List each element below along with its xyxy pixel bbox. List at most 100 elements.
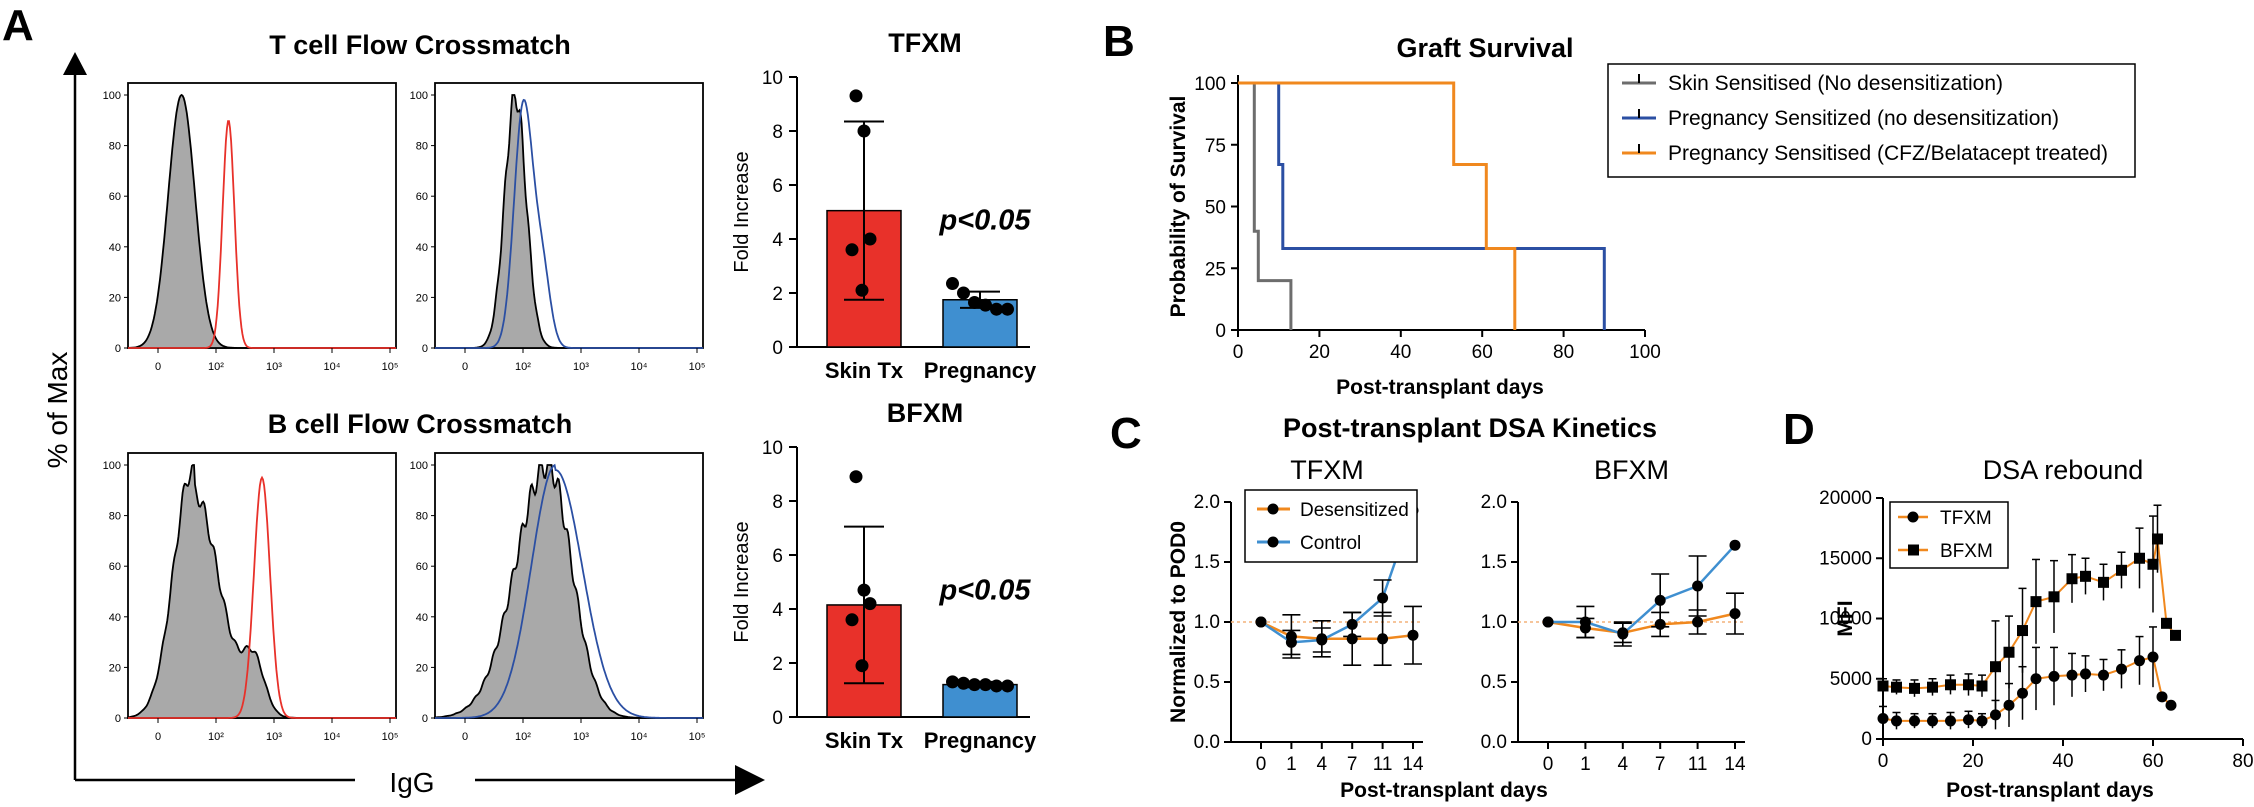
bar-point — [979, 298, 992, 312]
rebound-point — [1891, 715, 1902, 727]
big-y-arrow — [63, 52, 87, 75]
bar-ytick-label: 0 — [772, 708, 783, 729]
hist-ytick-label: 0 — [115, 343, 121, 355]
hist-ytick-label: 100 — [103, 460, 121, 472]
bar-ylabel: Fold Increase — [731, 521, 753, 642]
histogram-curve — [435, 94, 703, 349]
bar-ytick-label: 4 — [772, 230, 783, 251]
bar-point — [957, 286, 970, 300]
legend-label: TFXM — [1940, 508, 1992, 529]
kinetics-xtick-label: 0 — [1256, 754, 1267, 775]
rebound-point — [2134, 552, 2145, 564]
legend-label: Desensitized — [1300, 500, 1409, 521]
survival-ytick-label: 50 — [1205, 198, 1226, 219]
hist-xtick-label: 10⁵ — [382, 731, 399, 743]
dsa-kinetics-xlabel: Post-transplant days — [1340, 779, 1548, 802]
rebound-point — [1909, 715, 1920, 727]
bar-point — [845, 613, 859, 627]
histogram-curve — [128, 120, 396, 349]
hist-xtick-label: 10⁵ — [689, 361, 706, 373]
rebound-point — [1945, 715, 1956, 727]
hist-ytick-label: 80 — [416, 141, 428, 153]
kinetics-point — [1407, 629, 1419, 641]
bar-point — [946, 277, 959, 291]
kinetics-ytick-label: 1.5 — [1481, 552, 1507, 573]
rebound-series-line — [1882, 655, 2172, 722]
survival-legend — [1607, 63, 2136, 178]
rebound-point — [2048, 591, 2060, 603]
bar-ytick-label: 8 — [772, 492, 783, 513]
hist-ytick-label: 100 — [410, 460, 428, 472]
hist-ytick-label: 60 — [416, 191, 428, 203]
bar-category-label: Pregnancy — [924, 728, 1037, 753]
legend-marker — [1267, 503, 1279, 515]
bar-point — [863, 232, 877, 246]
survival-xtick-label: 40 — [1390, 342, 1411, 363]
rebound-point — [2003, 699, 2015, 711]
rebound-point — [2147, 558, 2159, 570]
rebound-point — [1877, 713, 1889, 725]
rebound-ytick-label: 20000 — [1819, 488, 1872, 509]
rebound-point — [2017, 625, 2028, 637]
bcell-title: B cell Flow Crossmatch — [268, 409, 573, 439]
legend-label: BFXM — [1940, 541, 1993, 562]
bar-category-label: Skin Tx — [825, 358, 904, 383]
kinetics-ytick-label: 0.0 — [1481, 732, 1507, 753]
rebound-point — [2165, 699, 2177, 711]
kinetics-ytick-label: 1.5 — [1194, 552, 1220, 573]
kinetics-xtick-label: 11 — [1688, 754, 1708, 775]
bar-point — [946, 675, 959, 689]
kinetics-ytick-label: 1.0 — [1194, 612, 1220, 633]
rebound-point — [1976, 680, 1988, 692]
rebound-point — [1927, 681, 1938, 693]
rebound-point — [2170, 629, 2181, 641]
hist-xtick-label: 0 — [462, 731, 468, 743]
rebound-point — [1990, 661, 2001, 673]
bar-ytick-label: 10 — [762, 68, 783, 89]
hist-xtick-label: 10³ — [573, 361, 589, 373]
hist-ytick-label: 40 — [416, 242, 428, 254]
survival-xtick-label: 60 — [1472, 342, 1493, 363]
panel-letter-c: C — [1110, 409, 1142, 458]
rebound-point — [2098, 576, 2109, 588]
bar-point — [857, 124, 871, 138]
hist-ytick-label: 60 — [109, 191, 121, 203]
hist-xtick-label: 10⁴ — [631, 731, 648, 743]
rebound-title: DSA rebound — [1983, 455, 2144, 485]
hist-ytick-label: 60 — [416, 561, 428, 573]
rebound-point — [1891, 681, 1902, 693]
kinetics-legend — [1244, 489, 1418, 563]
kinetics-point — [1377, 633, 1389, 645]
bar-ytick-label: 2 — [772, 654, 783, 675]
kinetics-xtick-label: 14 — [1402, 754, 1424, 775]
kinetics-series-line — [1547, 612, 1736, 635]
kinetics-point — [1617, 628, 1629, 640]
bar-title: BFXM — [887, 398, 964, 428]
kinetics-series-line — [1548, 544, 1736, 636]
legend-marker — [1907, 511, 1919, 523]
bar-point — [849, 89, 863, 103]
survival-xtick-label: 0 — [1233, 342, 1244, 363]
hist-xtick-label: 10³ — [266, 731, 282, 743]
kinetics-point — [1542, 616, 1554, 628]
bar-pvalue: p<0.05 — [938, 204, 1031, 236]
histogram-curve — [127, 464, 396, 719]
dsa-kinetics-title: Post-transplant DSA Kinetics — [1283, 413, 1657, 443]
rebound-point — [1927, 715, 1938, 727]
survival-series-line — [1238, 81, 1517, 330]
hist-ytick-label: 40 — [109, 242, 121, 254]
histogram-curve — [127, 93, 396, 349]
kinetics-ytick-label: 1.0 — [1481, 612, 1507, 633]
histogram-curve — [128, 475, 396, 719]
rebound-point — [1963, 679, 1974, 691]
rebound-xtick-label: 20 — [1962, 751, 1983, 772]
bar-point — [1001, 302, 1014, 316]
kinetics-point — [1729, 608, 1741, 620]
kinetics-point — [1377, 592, 1389, 604]
bar-point — [968, 678, 981, 692]
survival-xlabel: Post-transplant days — [1336, 376, 1544, 399]
